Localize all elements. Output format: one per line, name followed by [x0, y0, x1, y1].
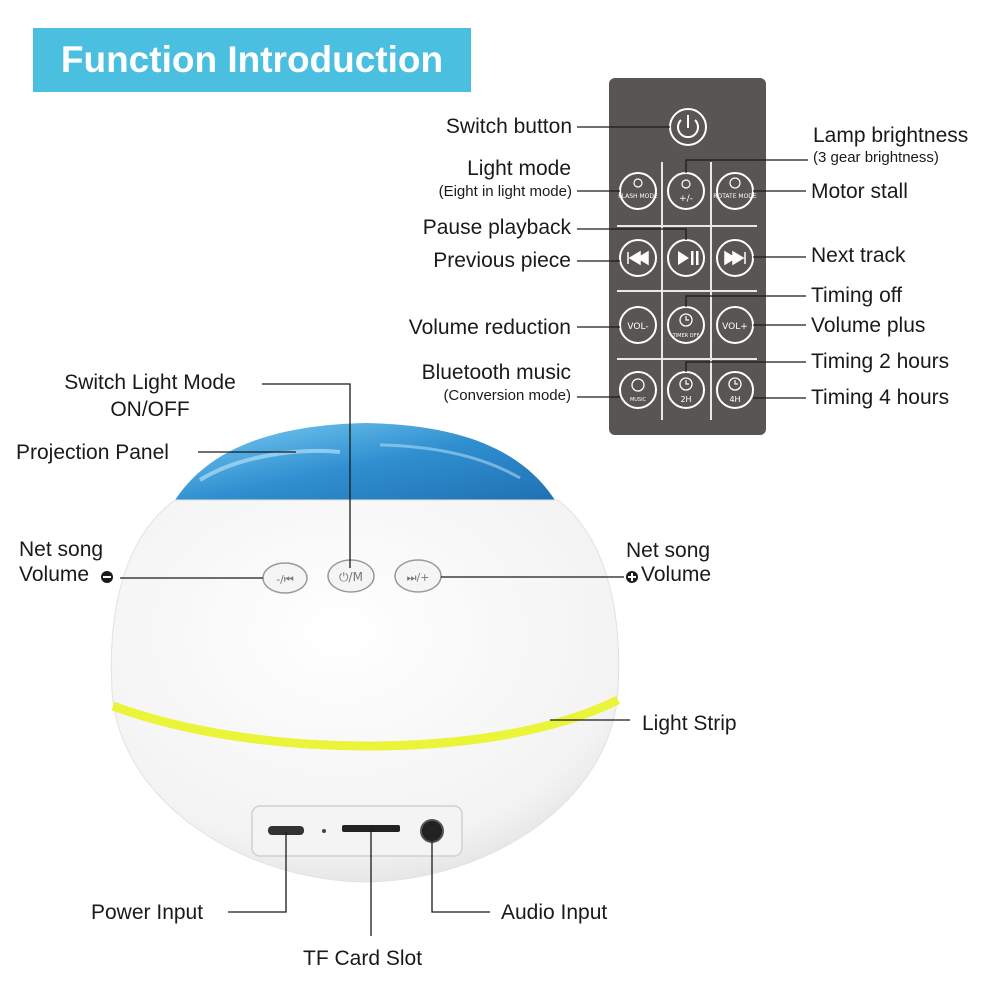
- label-pause-playback: Pause playback: [422, 216, 571, 239]
- label-lamp-brightness-sub: (3 gear brightness): [813, 149, 939, 166]
- remote-vol-plus-button[interactable]: VOL+: [716, 306, 754, 344]
- remote-leader-lines: [577, 126, 808, 399]
- label-volume-reduction: Volume reduction: [408, 316, 571, 339]
- label-volume-right: Volume: [641, 563, 712, 586]
- remote-next-button[interactable]: [716, 239, 754, 277]
- label-switch-button: Switch button: [445, 115, 572, 138]
- remote-bluetooth-music-button[interactable]: MUSIC: [619, 371, 657, 409]
- remote-brightness-button[interactable]: +/-: [667, 172, 705, 210]
- remote-play-pause-button[interactable]: [667, 239, 705, 277]
- label-timing-4-hours: Timing 4 hours: [811, 386, 950, 409]
- device-button-left-label: -/⏮: [276, 573, 294, 586]
- label-previous-piece: Previous piece: [433, 249, 571, 272]
- flash-mode-label: FLASH MODE: [618, 193, 658, 200]
- device-button-volume-down[interactable]: -/⏮: [262, 562, 308, 594]
- light-strip: [111, 695, 620, 751]
- label-light-mode-sub: (Eight in light mode): [438, 183, 572, 200]
- remote-rotate-mode-button[interactable]: ROTATE MODE: [713, 172, 757, 210]
- port-panel: [251, 805, 463, 857]
- label-net-song-right: Net song: [626, 539, 711, 562]
- timer-off-label: TIMER OFF: [672, 333, 700, 339]
- two-h-label: 2H: [680, 395, 691, 404]
- label-on-off: ON/OFF: [110, 398, 190, 421]
- label-projection-panel: Projection Panel: [16, 441, 169, 464]
- four-h-label: 4H: [729, 395, 740, 404]
- label-bluetooth-music: Bluetooth music: [421, 361, 571, 384]
- label-volume-plus: Volume plus: [811, 314, 926, 337]
- device-button-volume-up[interactable]: ⏭/+: [394, 559, 442, 593]
- label-timing-2-hours: Timing 2 hours: [811, 350, 950, 373]
- label-bluetooth-music-sub: (Conversion mode): [443, 387, 571, 404]
- device-leader-lines: [120, 383, 630, 936]
- label-light-mode: Light mode: [467, 157, 571, 180]
- device-button-center-label: ⏻/M: [339, 570, 363, 584]
- label-light-strip: Light Strip: [642, 712, 737, 735]
- remote-grid: [617, 162, 757, 420]
- label-motor-stall: Motor stall: [811, 180, 908, 203]
- label-next-track: Next track: [811, 244, 906, 267]
- vol-plus-label: VOL+: [722, 322, 748, 332]
- label-power-input: Power Input: [91, 901, 204, 924]
- device-body: [110, 499, 620, 883]
- plus-circle-icon: [626, 571, 638, 583]
- remote-2h-button[interactable]: 2H: [667, 371, 705, 409]
- remote-previous-button[interactable]: [619, 239, 657, 277]
- remote-vol-minus-button[interactable]: VOL-: [619, 306, 657, 344]
- remote-flash-mode-button[interactable]: FLASH MODE: [618, 172, 658, 210]
- brightness-label: +/-: [679, 194, 693, 204]
- remote-power-button[interactable]: [669, 108, 707, 146]
- projection-panel: [172, 423, 558, 505]
- page-title: Function Introduction: [33, 28, 471, 92]
- remote-timer-off-button[interactable]: TIMER OFF: [667, 306, 705, 344]
- label-tf-card-slot: TF Card Slot: [303, 947, 423, 970]
- label-volume-left: Volume: [19, 563, 90, 586]
- vol-minus-label: VOL-: [627, 322, 648, 332]
- device-button-right-label: ⏭/+: [407, 571, 430, 584]
- minus-circle-icon: [101, 571, 113, 583]
- micro-usb-port[interactable]: [268, 826, 304, 835]
- remote-4h-button[interactable]: 4H: [716, 371, 754, 409]
- rotate-mode-label: ROTATE MODE: [713, 193, 757, 200]
- tf-card-slot[interactable]: [342, 825, 400, 832]
- label-lamp-brightness: Lamp brightness: [813, 124, 969, 147]
- device-button-power-mode[interactable]: ⏻/M: [327, 559, 375, 593]
- label-timing-off: Timing off: [811, 284, 903, 307]
- music-label: MUSIC: [630, 397, 647, 403]
- label-audio-input: Audio Input: [501, 901, 608, 924]
- label-switch-light-mode: Switch Light Mode: [64, 371, 236, 394]
- label-net-song-left: Net song: [19, 538, 104, 561]
